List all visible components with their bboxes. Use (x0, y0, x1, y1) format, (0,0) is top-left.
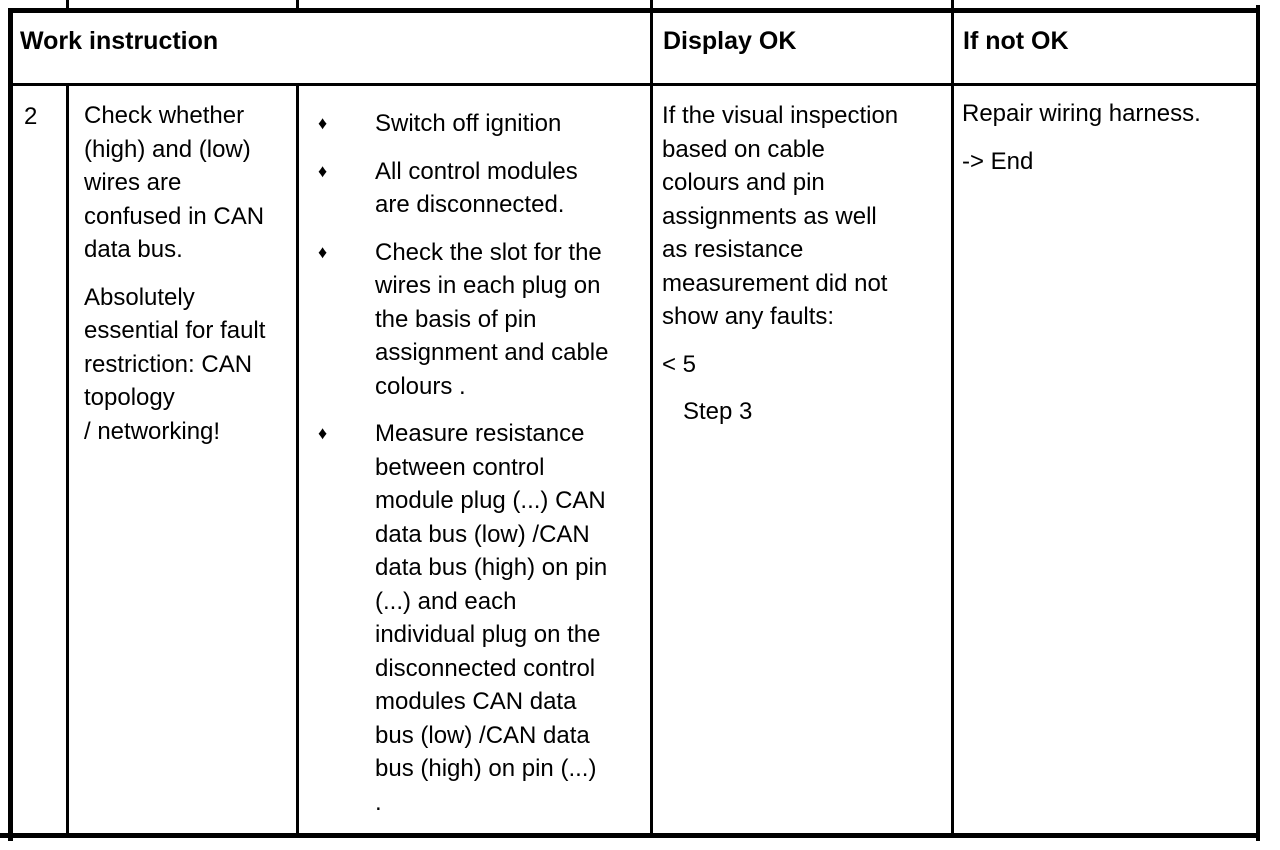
work-step-text: Check the slot for the wires in each plu… (375, 238, 609, 400)
work-step-item: ♦ Measure resistance between control mod… (299, 417, 647, 819)
table-border-bottom (0, 833, 1260, 838)
diamond-bullet-icon: ♦ (318, 241, 328, 262)
step-number: 2 (24, 103, 38, 130)
instruction-paragraph: Absolutely essential for fault restricti… (84, 283, 266, 445)
if-not-ok-end: -> End (962, 147, 1034, 175)
work-step-text: Switch off ignition (375, 110, 562, 137)
header-display-ok: Display OK (663, 27, 797, 55)
table-border-top (8, 8, 1260, 13)
top-tick-col1 (66, 0, 69, 8)
col-divider-instruction (296, 83, 299, 833)
instruction-paragraph: Check whether (high) and (low) wires are… (84, 102, 265, 263)
work-step-item: ♦ Check the slot for the wires in each p… (299, 236, 647, 404)
work-step-item: ♦ Switch off ignition (299, 107, 647, 141)
header-work-instruction: Work instruction (20, 27, 219, 55)
work-step-text: All control modules are disconnected. (375, 157, 578, 219)
if-not-ok-action: Repair wiring harness. (962, 100, 1201, 127)
table-border-left (8, 8, 13, 841)
display-ok-cell: If the visual inspection based on cable … (662, 99, 944, 443)
top-tick-col2 (296, 0, 299, 8)
instruction-summary: Check whether (high) and (low) wires are… (84, 99, 292, 462)
table-border-right (1256, 5, 1260, 841)
work-step-text: Measure resistance between control modul… (375, 420, 608, 816)
work-steps-list: ♦ Switch off ignition ♦ All control modu… (299, 107, 647, 833)
work-step-item: ♦ All control modules are disconnected. (299, 155, 647, 222)
display-ok-condition: If the visual inspection based on cable … (662, 102, 899, 330)
diamond-bullet-icon: ♦ (318, 113, 328, 133)
header-divider (8, 83, 1256, 86)
diamond-bullet-icon: ♦ (318, 423, 328, 443)
if-not-ok-cell: Repair wiring harness. -> End (962, 97, 1250, 192)
col-divider-step-number (66, 83, 69, 833)
col-divider-if-not-ok (951, 0, 954, 833)
display-ok-value: < 5 (662, 350, 697, 378)
header-if-not-ok: If not OK (963, 27, 1069, 55)
display-ok-step-ref: Step 3 (683, 398, 753, 425)
col-divider-display-ok (650, 0, 653, 833)
diamond-bullet-icon: ♦ (318, 160, 328, 181)
